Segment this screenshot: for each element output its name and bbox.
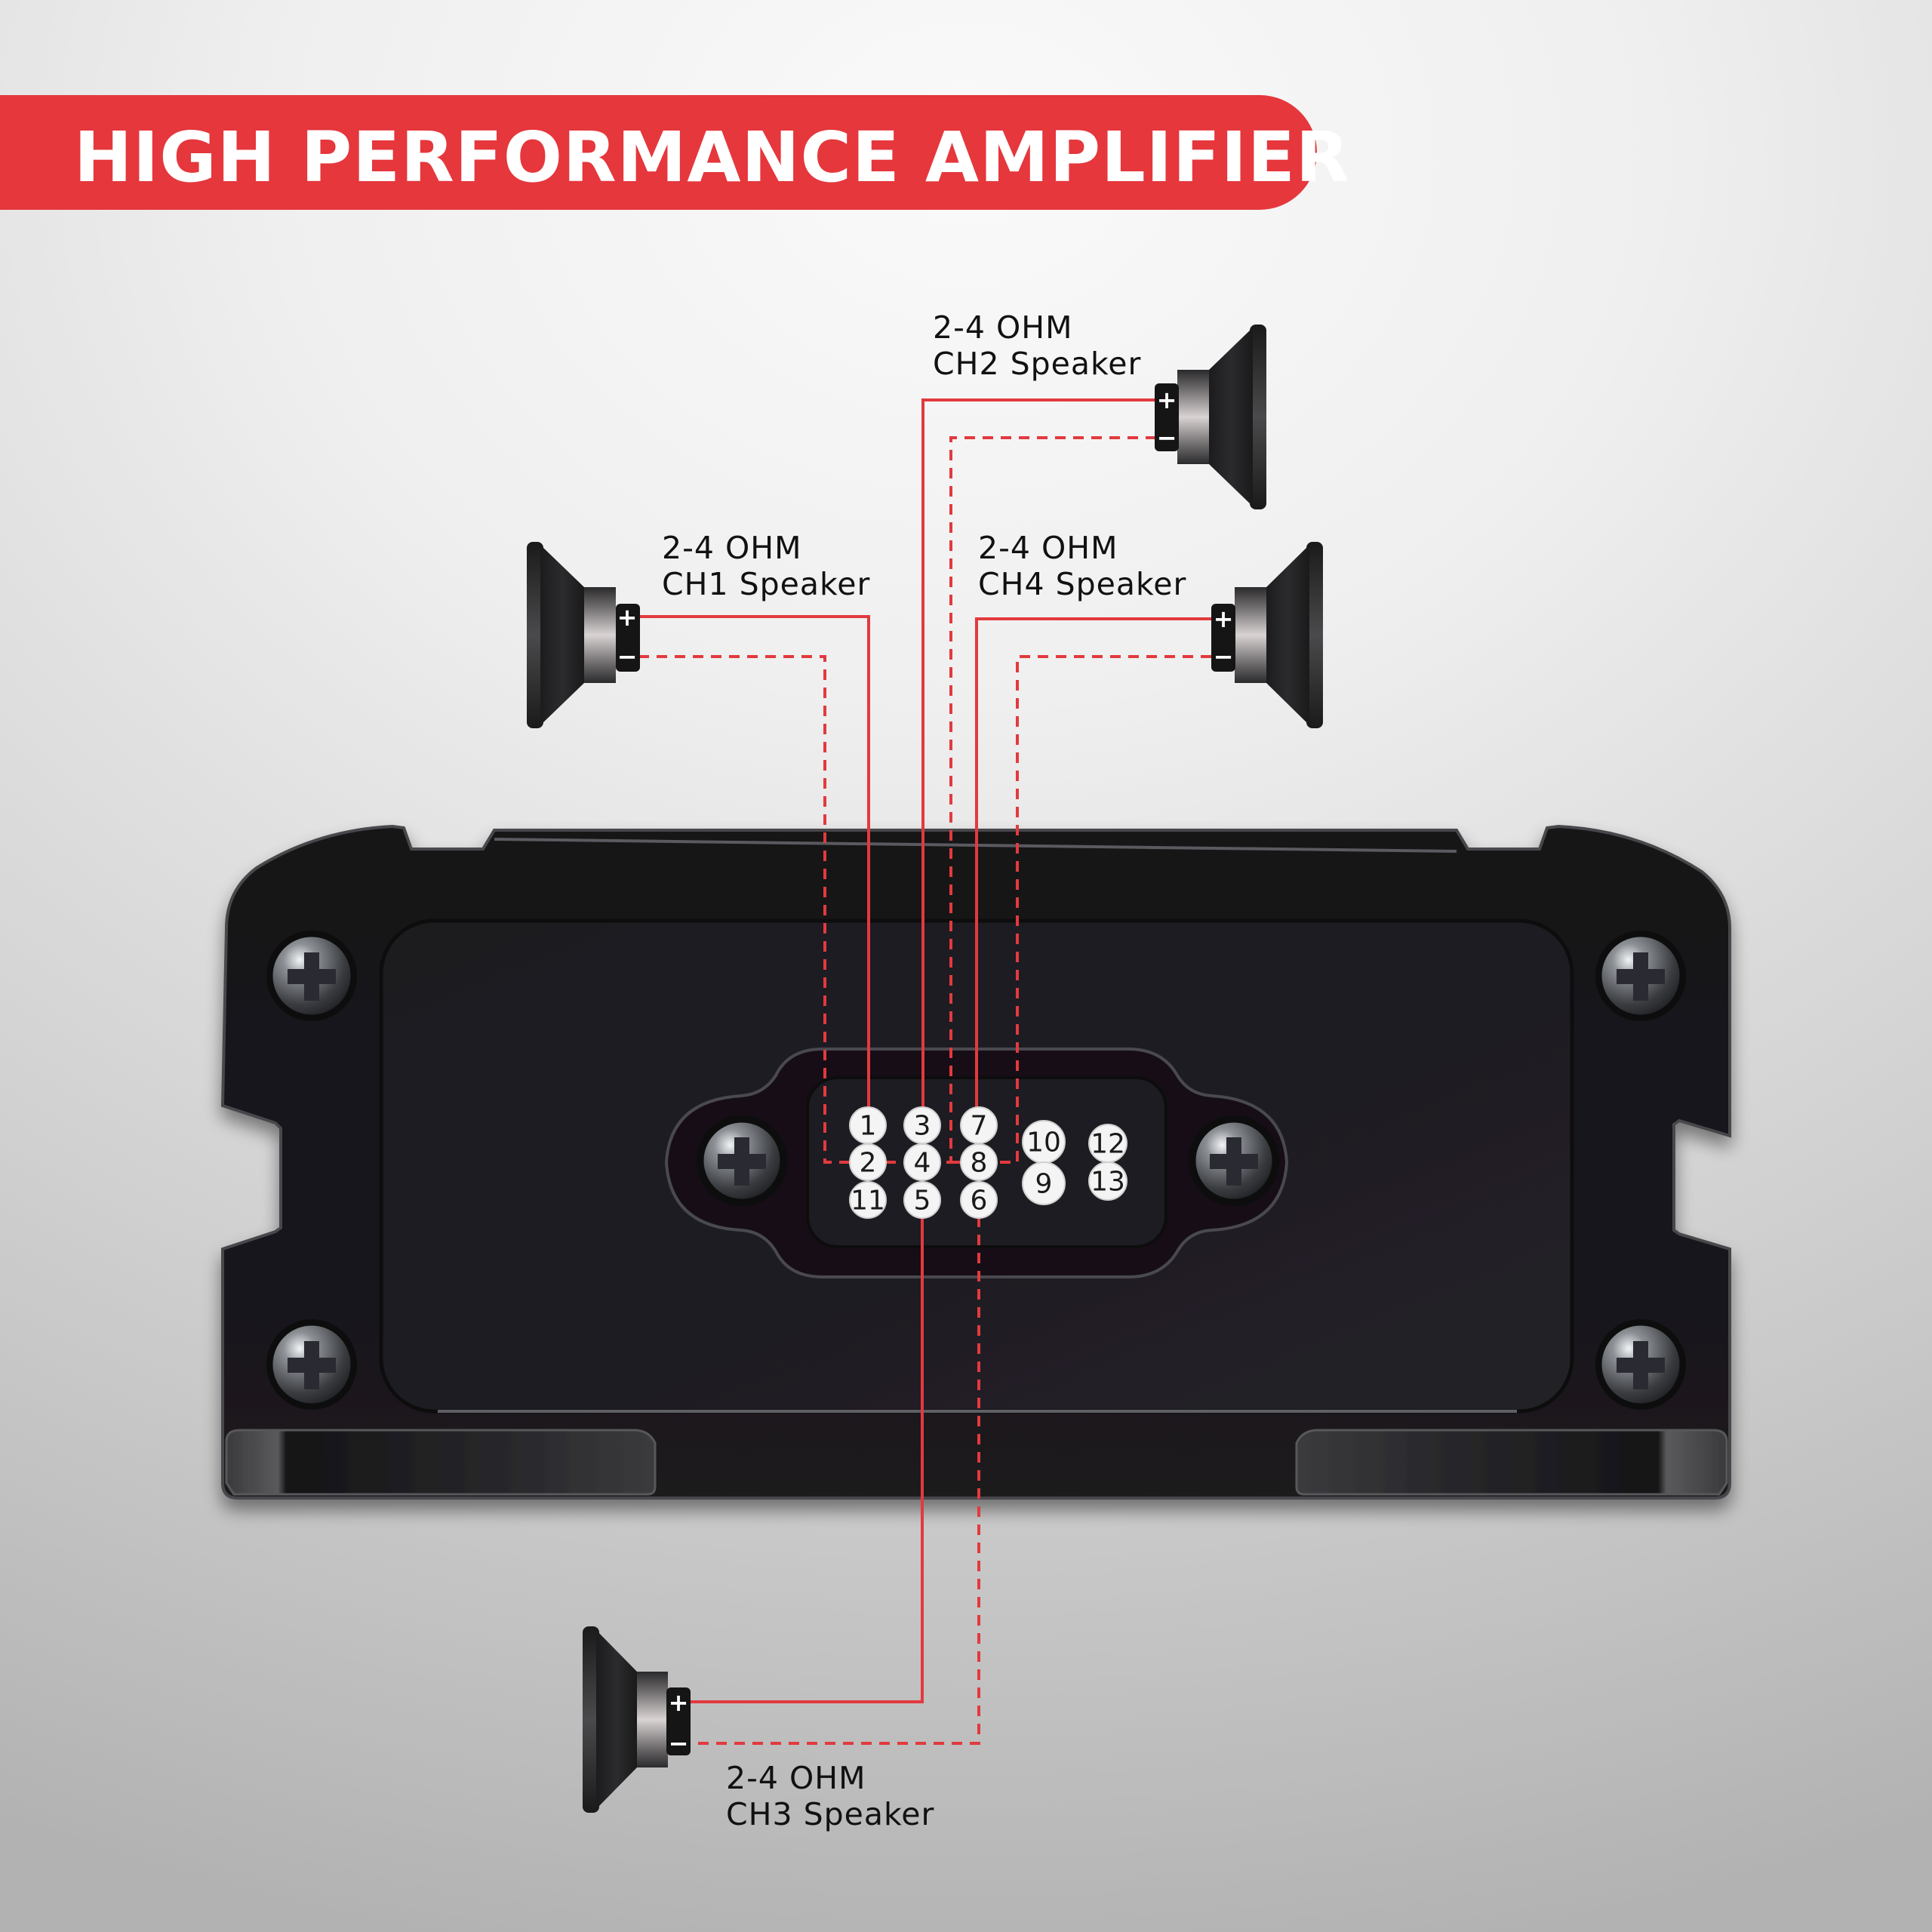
svg-text:9: 9 [1035, 1169, 1053, 1200]
speaker-icon [1211, 542, 1323, 728]
negative-terminal: − [617, 642, 638, 671]
wires [638, 398, 1211, 1745]
svg-text:11: 11 [851, 1186, 885, 1217]
pin-2[interactable]: 2 [849, 1143, 887, 1181]
pin-8[interactable]: 8 [960, 1143, 998, 1181]
speaker-icon [1155, 325, 1266, 509]
speaker-name: CH1 Speaker [662, 566, 870, 602]
speaker-impedance: 2-4 OHM [933, 309, 1072, 346]
terminal-pins: 1 2 11 3 4 5 7 8 6 10 9 12 13 [849, 1106, 1128, 1219]
negative-terminal: − [1214, 642, 1234, 671]
svg-text:3: 3 [914, 1111, 931, 1142]
svg-text:13: 13 [1091, 1167, 1125, 1198]
screw-icon [697, 1115, 787, 1206]
pin-4[interactable]: 4 [903, 1143, 941, 1181]
svg-text:5: 5 [914, 1186, 931, 1217]
positive-terminal: + [1214, 605, 1234, 633]
speaker-name: CH4 Speaker [978, 566, 1186, 602]
pin-3[interactable]: 3 [903, 1106, 941, 1144]
wire-ch1-negative [638, 655, 853, 1164]
speaker-ch2: + − 2-4 OHM CH2 Speaker [933, 309, 1266, 509]
title-banner: HIGH PERFORMANCE AMPLIFIER [0, 95, 1350, 210]
speaker-name: CH3 Speaker [726, 1796, 934, 1832]
pin-1[interactable]: 1 [849, 1106, 887, 1144]
pin-12[interactable]: 12 [1088, 1124, 1128, 1163]
svg-text:1: 1 [860, 1111, 877, 1142]
screw-icon [266, 1319, 357, 1410]
positive-terminal: + [669, 1688, 689, 1717]
positive-terminal: + [617, 603, 638, 632]
speaker-ch3: + − 2-4 OHM CH3 Speaker [583, 1626, 934, 1832]
banner-background [0, 95, 1317, 210]
pin-11[interactable]: 11 [849, 1181, 887, 1219]
positive-terminal: + [1157, 386, 1177, 414]
speaker-impedance: 2-4 OHM [978, 530, 1118, 566]
svg-text:2: 2 [860, 1148, 877, 1179]
wire-ch1-positive [638, 615, 870, 1109]
amp-foot-left [225, 1429, 657, 1496]
screw-icon [1189, 1115, 1279, 1206]
screw-icon [266, 931, 357, 1021]
wire-ch3-positive [689, 1217, 924, 1703]
speaker-impedance: 2-4 OHM [662, 530, 801, 566]
amp-foot-right [1295, 1429, 1728, 1496]
speaker-icon [527, 542, 640, 728]
pin-9[interactable]: 9 [1022, 1161, 1066, 1205]
speaker-ch1: + − 2-4 OHM CH1 Speaker [527, 530, 870, 728]
wire-ch4-negative [996, 655, 1211, 1164]
negative-terminal: − [1157, 423, 1177, 452]
pin-6[interactable]: 6 [960, 1181, 998, 1219]
pin-5[interactable]: 5 [903, 1181, 941, 1219]
svg-text:12: 12 [1091, 1129, 1125, 1160]
pin-10[interactable]: 10 [1022, 1120, 1066, 1164]
svg-text:10: 10 [1026, 1128, 1061, 1158]
pin-7[interactable]: 7 [960, 1106, 998, 1144]
wire-ch2-positive [921, 398, 1156, 1109]
speaker-name: CH2 Speaker [933, 346, 1141, 382]
svg-text:8: 8 [971, 1148, 988, 1179]
pin-13[interactable]: 13 [1088, 1161, 1128, 1201]
screw-icon [1595, 1319, 1686, 1410]
wire-ch2-negative [940, 436, 1156, 1164]
speaker-impedance: 2-4 OHM [726, 1760, 866, 1796]
speaker-ch4: + − 2-4 OHM CH4 Speaker [978, 530, 1323, 728]
banner-title: HIGH PERFORMANCE AMPLIFIER [74, 117, 1350, 198]
screw-icon [1595, 931, 1686, 1021]
svg-text:7: 7 [971, 1111, 988, 1142]
speaker-icon [583, 1626, 691, 1813]
wire-ch3-negative [689, 1217, 980, 1745]
svg-text:4: 4 [914, 1148, 931, 1179]
svg-text:6: 6 [971, 1186, 988, 1217]
negative-terminal: − [669, 1729, 689, 1758]
wire-ch4-positive [975, 617, 1211, 1109]
